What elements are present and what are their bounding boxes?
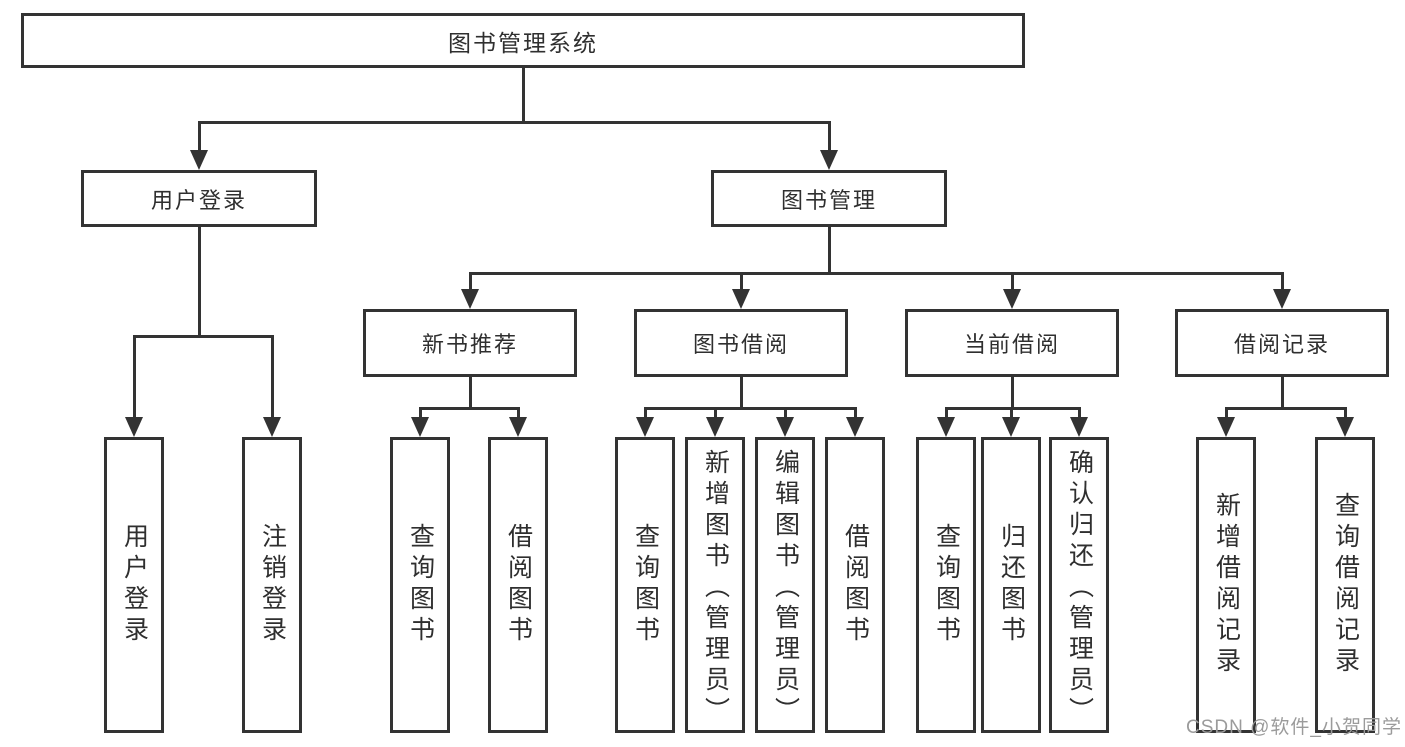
node-library-system: 图书管理系统 — [21, 13, 1025, 68]
connector-hline — [944, 406, 1081, 410]
connector-hline — [418, 406, 520, 410]
arrowhead-down-icon — [1217, 417, 1235, 437]
connector-vline — [643, 406, 647, 419]
connector-vline — [1077, 406, 1081, 419]
arrowhead-down-icon — [461, 289, 479, 309]
connector-vline — [270, 334, 274, 419]
leaf-query-book-3: 查询图书 — [916, 437, 976, 733]
leaf-return-book: 归还图书 — [981, 437, 1041, 733]
leaf-borrow-book-1: 借阅图书 — [488, 437, 548, 733]
connector-vline — [468, 271, 472, 291]
node-user-login: 用户登录 — [81, 170, 317, 227]
connector-vline — [197, 120, 201, 151]
leaf-user-login: 用户登录 — [104, 437, 164, 733]
arrowhead-down-icon — [1003, 289, 1021, 309]
connector-vline — [713, 406, 717, 419]
arrowhead-down-icon — [776, 417, 794, 437]
connector-vline — [944, 406, 948, 419]
connector-vline — [739, 271, 743, 291]
arrowhead-down-icon — [706, 417, 724, 437]
leaf-add-borrow-record: 新增借阅记录 — [1196, 437, 1256, 733]
node-book-management: 图书管理 — [711, 170, 947, 227]
connector-vline — [132, 334, 136, 419]
connector-vline — [418, 406, 422, 419]
leaf-add-book-admin: 新增图书（管理员） — [685, 437, 745, 733]
connector-vline — [1224, 406, 1228, 419]
arrowhead-down-icon — [636, 417, 654, 437]
watermark: CSDN @软件_小贺同学 — [1186, 717, 1402, 738]
connector-vline — [853, 406, 857, 419]
connector-vline — [827, 227, 831, 274]
arrowhead-down-icon — [732, 289, 750, 309]
connector-hline — [1224, 406, 1347, 410]
arrowhead-down-icon — [1002, 417, 1020, 437]
arrowhead-down-icon — [411, 417, 429, 437]
leaf-query-book-2: 查询图书 — [615, 437, 675, 733]
leaf-query-borrow-record: 查询借阅记录 — [1315, 437, 1375, 733]
node-new-book-recommend: 新书推荐 — [363, 309, 577, 377]
arrowhead-down-icon — [190, 150, 208, 170]
connector-vline — [197, 227, 201, 337]
arrowhead-down-icon — [1336, 417, 1354, 437]
arrowhead-down-icon — [509, 417, 527, 437]
arrowhead-down-icon — [846, 417, 864, 437]
connector-vline — [827, 120, 831, 151]
arrowhead-down-icon — [263, 417, 281, 437]
connector-vline — [783, 406, 787, 419]
connector-hline — [643, 406, 857, 410]
connector-vline — [1280, 271, 1284, 291]
connector-hline — [468, 271, 1284, 275]
arrowhead-down-icon — [820, 150, 838, 170]
leaf-edit-book-admin: 编辑图书（管理员） — [755, 437, 815, 733]
connector-vline — [468, 377, 472, 409]
connector-vline — [521, 68, 525, 122]
connector-hline — [132, 334, 274, 338]
node-book-borrow: 图书借阅 — [634, 309, 848, 377]
connector-hline — [197, 120, 831, 124]
connector-vline — [516, 406, 520, 419]
connector-vline — [1010, 377, 1014, 409]
connector-vline — [1280, 377, 1284, 409]
arrowhead-down-icon — [125, 417, 143, 437]
connector-vline — [1343, 406, 1347, 419]
leaf-confirm-return-admin: 确认归还（管理员） — [1049, 437, 1109, 733]
connector-vline — [1009, 406, 1013, 419]
leaf-borrow-book-2: 借阅图书 — [825, 437, 885, 733]
leaf-query-book-1: 查询图书 — [390, 437, 450, 733]
node-current-borrow: 当前借阅 — [905, 309, 1119, 377]
arrowhead-down-icon — [937, 417, 955, 437]
arrowhead-down-icon — [1273, 289, 1291, 309]
node-borrow-record: 借阅记录 — [1175, 309, 1389, 377]
leaf-logout: 注销登录 — [242, 437, 302, 733]
connector-vline — [1010, 271, 1014, 291]
arrowhead-down-icon — [1070, 417, 1088, 437]
connector-vline — [739, 377, 743, 409]
